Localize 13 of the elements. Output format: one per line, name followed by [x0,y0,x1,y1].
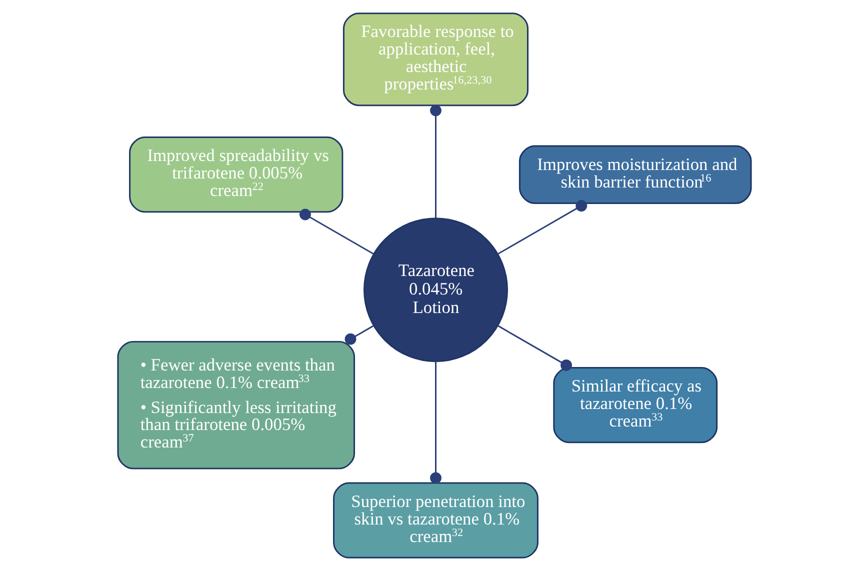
node-box: Superior penetration into skin vs tazarotene 0.1% cream$^{32}$ [332,482,538,558]
node-box: Improves moisturization and skin barrier function$^{16}$ [518,145,752,204]
node-box: Favorable response to application, feel, aesthetic properties$^{16,23,30}$ [342,12,528,106]
connector [299,208,374,255]
node-circle: Tazarotene 0.045% Lotion [363,218,508,362]
connector [430,362,441,484]
node-box: • Fewer adverse events than tazarotene 0.1% cream$^{33}$ • Significantly less irritating than trifarotene 0.005% cream$^{37}$ [116,340,354,470]
connector [344,325,374,345]
connector [496,200,587,255]
node-box: Improved spreadability vs trifarotene 0.005% cream$^{22}$ [128,136,343,213]
connector [430,104,441,218]
connector [496,325,572,371]
node-box: Similar efficacy as tazarotene 0.1% cream$^{33}$ [552,367,718,444]
